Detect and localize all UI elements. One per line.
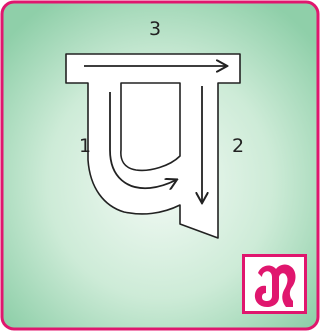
- step-number-right: 2: [232, 137, 244, 156]
- step-number-top: 3: [149, 20, 161, 39]
- odia-letter-gha-icon: [245, 257, 304, 311]
- odia-letter-badge: [242, 254, 307, 314]
- step-number-left: 1: [79, 137, 91, 156]
